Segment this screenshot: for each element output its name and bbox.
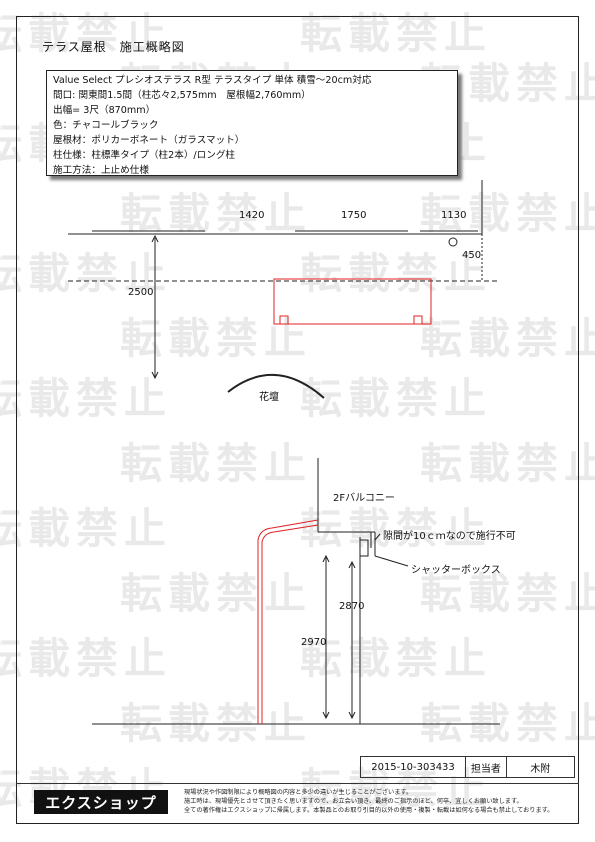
dim-label-2500: 2500 xyxy=(128,287,154,298)
footer-notes: 現場状況や作図制限により概略図の内容と多少の違いが生じることがございます。 施工… xyxy=(184,788,564,815)
arrow-head xyxy=(151,371,159,380)
dim-label-1420: 1420 xyxy=(239,210,265,221)
arrow-head xyxy=(322,554,330,563)
dim-label-2970: 2970 xyxy=(301,637,327,648)
terrace-roof-elevation xyxy=(261,524,319,724)
arrow-head xyxy=(348,560,356,569)
flowerbed-arc xyxy=(227,373,325,399)
drawing-frame xyxy=(16,16,579,824)
company-logo: エクスショップ xyxy=(34,790,168,814)
dim-label-450: 450 xyxy=(462,250,482,261)
leader-line xyxy=(374,555,409,567)
spec-line-post: 柱仕様：柱標準タイプ（柱2本）/ロング柱 xyxy=(53,150,236,161)
post-mark xyxy=(279,315,289,325)
arrow-head xyxy=(151,234,159,243)
doc-number: 2015-10-303433 xyxy=(371,761,455,773)
post-mark xyxy=(413,315,423,325)
leader-line xyxy=(374,533,381,541)
footer-info-table: 2015-10-303433 担当者 木附 xyxy=(360,756,575,778)
arrow-head xyxy=(322,711,330,720)
drain-circle xyxy=(448,237,458,247)
spec-line-method: 施工方法：上止め仕様 xyxy=(53,165,149,176)
spec-box: Value Select プレシオステラス R型 テラスタイプ 単体 積雪〜20… xyxy=(46,70,458,176)
terrace-roof-elevation xyxy=(257,519,319,724)
footer-note: 全ての著作権はエクスショップに帰属します。本製品とのお取り引目的以外の使用・複製… xyxy=(184,807,554,814)
spec-line-width: 間口: 関東間1.5間（柱芯々2,575mm 屋根幅2,760mm） xyxy=(53,90,311,101)
shutter-box xyxy=(359,539,369,557)
arrow-head xyxy=(348,711,356,720)
shutter-box-label: シャッターボックス xyxy=(411,565,501,576)
page-title: テラス屋根 施工概略図 xyxy=(42,40,185,54)
gap-note-label: 隙間が10ｃｍなので施行不可 xyxy=(383,531,516,542)
spec-line-color: 色：チャコールブラック xyxy=(53,120,159,131)
dim-label-1750: 1750 xyxy=(341,210,367,221)
footer-divider xyxy=(16,783,579,784)
spec-line-roof-material: 屋根材：ポリカーボネート（ガラスマット） xyxy=(53,135,245,146)
balcony-label: 2Fバルコニー xyxy=(333,493,395,504)
dim-label-1130: 1130 xyxy=(441,210,467,221)
dim-label-2870: 2870 xyxy=(339,601,365,612)
footer-note: 現場状況や作図制限により概略図の内容と多少の違いが生じることがございます。 xyxy=(184,789,413,796)
spec-line-depth: 出幅= 3尺（870mm） xyxy=(53,105,156,116)
spec-line-product: Value Select プレシオステラス R型 テラスタイプ 単体 積雪〜20… xyxy=(53,75,372,86)
person-label: 担当者 xyxy=(465,757,506,777)
flowerbed-label: 花壇 xyxy=(259,392,279,403)
person-name: 木附 xyxy=(505,757,574,777)
footer-note: 施工時は、現場優先とさせて頂きたく思いますので、お立会い頂き、最終のご指示のほど… xyxy=(184,798,523,805)
terrace-roof-plan xyxy=(273,278,432,325)
